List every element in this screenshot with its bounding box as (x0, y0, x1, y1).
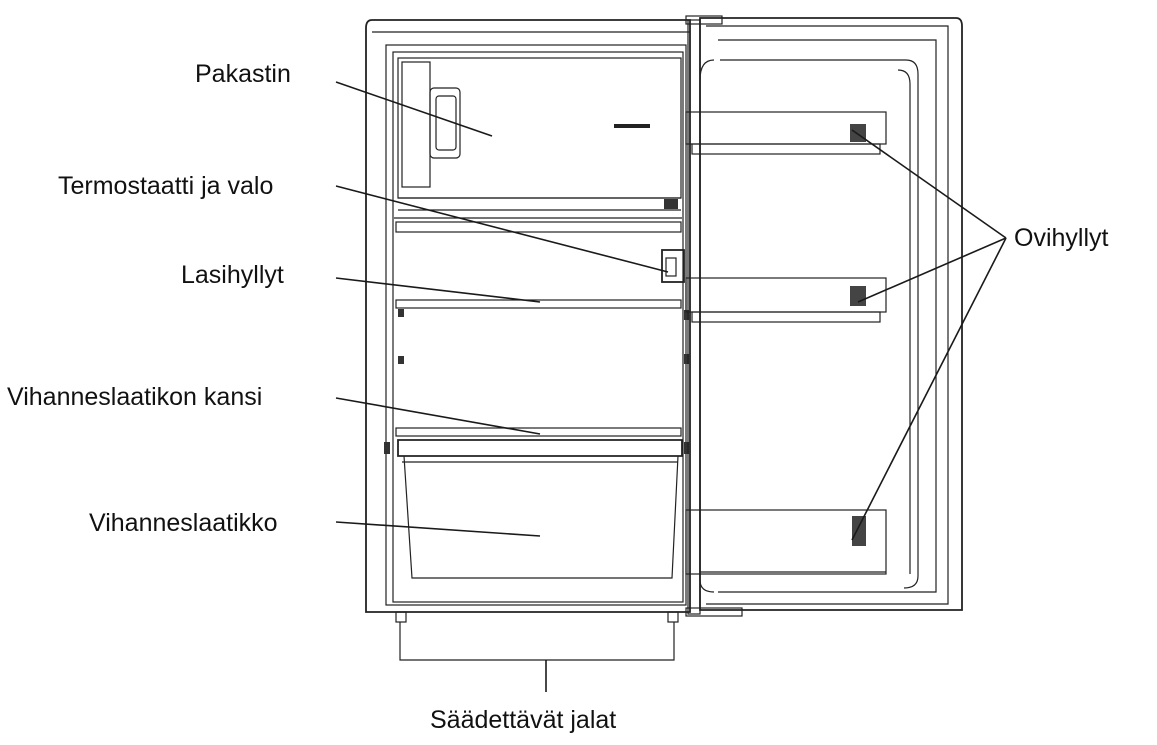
label-glass-shelves: Lasihyllyt (181, 261, 284, 289)
label-adjustable-feet: Säädettävät jalat (430, 706, 617, 734)
leader-thermostat (335, 185, 669, 273)
freezer-compartment (397, 57, 682, 211)
fridge-cabinet (365, 19, 691, 613)
leader-door-shelf-bottom (851, 237, 1007, 541)
leader-glass-shelves (335, 277, 541, 303)
leader-door-shelf-top (851, 129, 1007, 239)
label-thermostat: Termostaatti ja valo (58, 172, 274, 200)
leader-freezer (335, 81, 493, 137)
thermostat-box (661, 249, 685, 283)
leader-crisper-lid (335, 397, 541, 435)
label-freezer: Pakastin (195, 60, 291, 88)
leader-crisper (335, 521, 541, 537)
adjustable-feet (395, 611, 679, 661)
leader-door-shelf-mid (857, 237, 1007, 303)
fridge-door (685, 15, 963, 617)
fridge-shelves (384, 217, 690, 454)
crisper-drawer (397, 439, 683, 579)
label-door-shelves: Ovihyllyt (1014, 224, 1109, 252)
leader-lines (335, 81, 1007, 692)
label-crisper-lid: Vihanneslaatikon kansi (7, 383, 263, 411)
label-crisper: Vihanneslaatikko (89, 509, 278, 537)
